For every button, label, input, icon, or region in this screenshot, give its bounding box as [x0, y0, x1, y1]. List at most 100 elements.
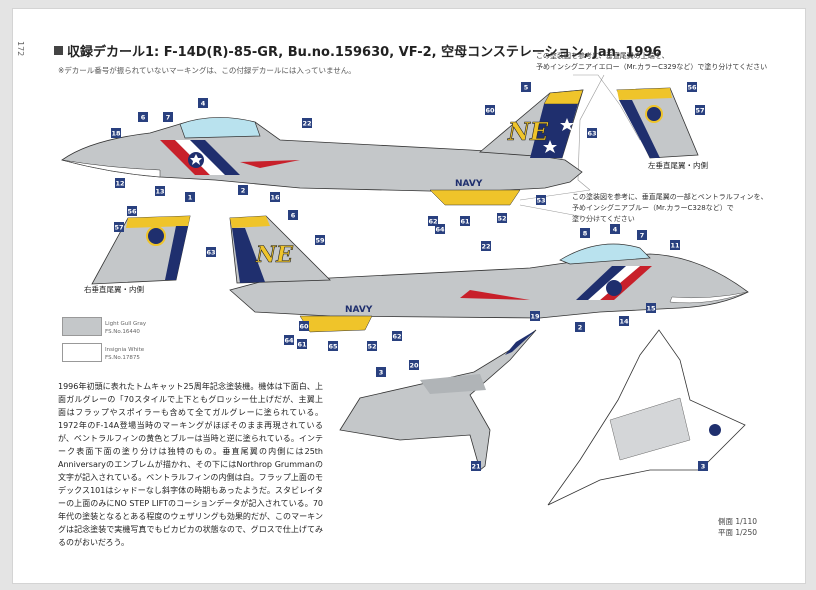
swatch-light-gull-gray [62, 317, 102, 336]
svg-text:62: 62 [428, 217, 437, 225]
canopy-top [179, 117, 261, 139]
svg-text:13: 13 [155, 187, 164, 195]
decal-callout: 16 [270, 192, 280, 202]
ref-note-yellow: この塗装図を参考に、垂直尾翼の上端を、 予めインシグニアイエロー（Mr.カラーC… [536, 51, 767, 73]
tail-panel-yellow [126, 216, 190, 228]
scale-side: 側面 1/110 [718, 517, 757, 526]
svg-text:8: 8 [583, 229, 588, 237]
swatch-gray-name: Light Gull Gray [105, 321, 147, 327]
decal-callout: 14 [619, 316, 629, 326]
decal-callout: 57 [695, 105, 705, 115]
svg-text:63: 63 [206, 248, 215, 256]
svg-text:4: 4 [201, 99, 206, 107]
ref-blue-line: 塗り分けてください [572, 215, 635, 223]
svg-text:11: 11 [670, 241, 680, 249]
plan-lower-nacelles [609, 397, 691, 461]
decal-callout: 6 [138, 112, 148, 122]
decal-callout: 56 [127, 206, 137, 216]
star-icon [543, 140, 557, 153]
svg-text:57: 57 [114, 223, 123, 231]
ref-yellow-line: この塗装図を参考に、垂直尾翼の上端を、 [536, 52, 669, 60]
decal-callout: 56 [687, 82, 697, 92]
decal-callout: 13 [155, 186, 165, 196]
ref-blue-line: 予めインシグニアブルー（Mr.カラーC328など）で [572, 204, 734, 212]
arrow-marking [240, 160, 300, 168]
decal-callout: 62 [392, 331, 402, 341]
caption-right-tail-inner: 右垂直尾翼・内側 [84, 285, 144, 294]
decal-callout: 64 [284, 335, 294, 345]
svg-text:60: 60 [485, 106, 495, 114]
decal-callout: 7 [163, 112, 173, 122]
decal-callout: 7 [637, 230, 647, 240]
svg-text:22: 22 [481, 242, 490, 250]
decal-callout: 19 [530, 311, 540, 321]
roundel-icon [606, 280, 622, 296]
decal-callout: 6 [288, 210, 298, 220]
page-title-text: 収録デカール1: F-14D(R)-85-GR, Bu.no.159630, V… [67, 45, 662, 60]
svg-text:18: 18 [111, 129, 121, 137]
arrow-marking [460, 290, 530, 300]
svg-text:53: 53 [536, 196, 545, 204]
navy-text-mid: NAVY [345, 305, 373, 315]
svg-text:1: 1 [188, 193, 193, 201]
decal-callout: 59 [315, 235, 325, 245]
decal-callout: 8 [580, 228, 590, 238]
tail-panel-yellow [617, 88, 672, 100]
decal-callout: 61 [460, 216, 470, 226]
decal-callout: 64 [435, 224, 445, 234]
plan-view-lower [547, 329, 746, 506]
plan-upper-canopy [505, 330, 536, 355]
tail-inner-right [91, 215, 191, 285]
body-text: 1996年初頭に表れたトムキャット25周年記念塗装機。機体は下面白、上面ガルグレ… [58, 382, 323, 547]
decal-callout: 12 [115, 178, 125, 188]
decal-callout: 3 [376, 367, 386, 377]
title-square-icon [54, 46, 63, 55]
cheat-line-blue [576, 266, 626, 300]
scale-plan: 平面 1/250 [718, 528, 757, 537]
scale-note: 側面 1/110 平面 1/250 [718, 516, 757, 538]
svg-text:52: 52 [497, 214, 506, 222]
decal-callout: 2 [575, 322, 585, 332]
svg-text:14: 14 [619, 317, 629, 325]
nose-underside-mid [669, 291, 749, 304]
decal-callout: 60 [299, 321, 309, 331]
tail-blue-band [232, 228, 265, 283]
svg-text:2: 2 [241, 186, 246, 194]
decal-callout: 65 [328, 341, 338, 351]
decal-callout: 15 [646, 303, 656, 313]
svg-text:7: 7 [166, 113, 171, 121]
side-view-right: NE NAVY [229, 215, 749, 333]
swatch-white-fs: FS.No.17875 [105, 355, 140, 361]
decal-callout: 1 [185, 192, 195, 202]
svg-text:3: 3 [701, 462, 706, 470]
svg-text:63: 63 [587, 129, 596, 137]
svg-text:6: 6 [291, 211, 296, 219]
fuselage-top [61, 118, 583, 193]
ref-yellow-line: 予めインシグニアイエロー（Mr.カラーC329など）で塗り分けてください [536, 63, 768, 71]
svg-text:21: 21 [471, 462, 481, 470]
svg-text:22: 22 [302, 119, 311, 127]
svg-text:62: 62 [392, 332, 401, 340]
swatch-insignia-white [62, 343, 102, 362]
decal-callout: 2 [238, 185, 248, 195]
svg-text:65: 65 [328, 342, 338, 350]
decal-callout: 11 [670, 240, 680, 250]
svg-text:19: 19 [530, 312, 540, 320]
decal-note: ※デカール番号が振られていないマーキングは、この付録デカールには入っていません。 [58, 66, 356, 75]
ventral-fin-top [429, 189, 521, 206]
decal-callout: 20 [409, 360, 419, 370]
svg-text:56: 56 [127, 207, 137, 215]
decal-callout: 62 [428, 216, 438, 226]
swatch-white-label: Insignia White FS.No.17875 [105, 346, 144, 362]
svg-text:6: 6 [141, 113, 146, 121]
svg-text:2: 2 [578, 323, 583, 331]
decal-callout: 63 [587, 128, 597, 138]
svg-text:5: 5 [524, 83, 529, 91]
svg-text:61: 61 [460, 217, 470, 225]
svg-text:3: 3 [379, 368, 384, 376]
swatch-gray-fs: FS.No.16440 [105, 329, 140, 335]
decal-callout: 60 [485, 105, 495, 115]
decal-callout: 21 [471, 461, 481, 471]
